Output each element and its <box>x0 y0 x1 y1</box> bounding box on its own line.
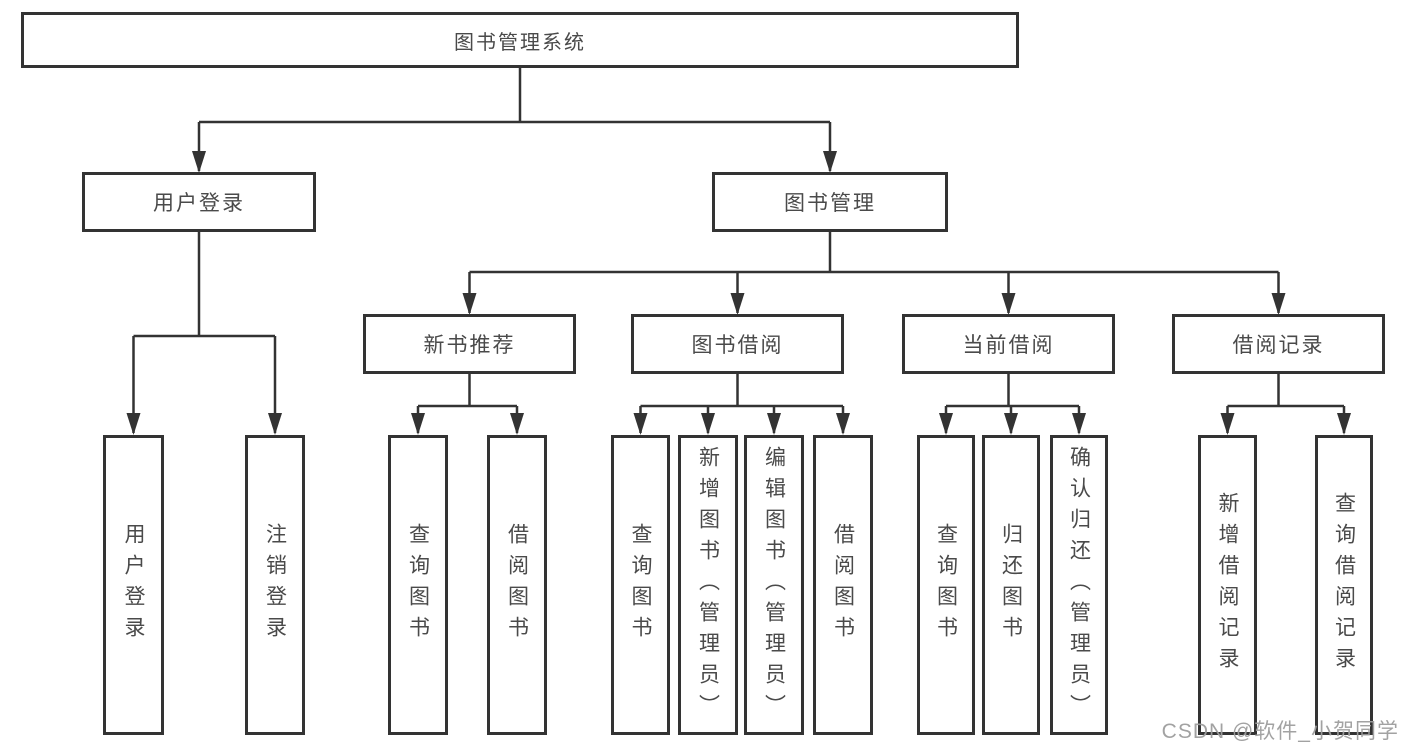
leaf-add-books-admin-label: 新增图书（管理员） <box>696 445 720 725</box>
leaf-edit-books-admin-label: 编辑图书（管理员） <box>762 445 786 725</box>
leaf-add-borrow-record-label: 新增借阅记录 <box>1216 492 1239 678</box>
leaf-query-books-recommendation: 查询图书 <box>388 435 448 735</box>
node-book-management-branch: 图书管理 <box>712 172 948 232</box>
leaf-logout: 注销登录 <box>245 435 305 735</box>
leaf-user-login: 用户登录 <box>103 435 164 735</box>
leaf-return-books: 归还图书 <box>982 435 1040 735</box>
leaf-add-books-admin: 新增图书（管理员） <box>678 435 738 735</box>
node-new-book-recommendation: 新书推荐 <box>363 314 576 374</box>
node-current-borrowing: 当前借阅 <box>902 314 1115 374</box>
watermark-text: CSDN @软件_小贺同学 <box>1161 720 1399 743</box>
leaf-query-books-current-label: 查询图书 <box>934 523 958 647</box>
leaf-query-books-borrowing-label: 查询图书 <box>629 523 652 647</box>
node-user-login-branch: 用户登录 <box>82 172 316 232</box>
node-borrowing-records: 借阅记录 <box>1172 314 1385 374</box>
leaf-borrow-books-recommendation-label: 借阅图书 <box>505 523 529 647</box>
leaf-user-login-label: 用户登录 <box>122 523 145 647</box>
leaf-confirm-return-admin: 确认归还（管理员） <box>1050 435 1108 735</box>
leaf-add-borrow-record: 新增借阅记录 <box>1198 435 1257 735</box>
leaf-logout-label: 注销登录 <box>263 523 287 647</box>
leaf-borrow-books-label: 借阅图书 <box>831 523 855 647</box>
leaf-query-books-recommendation-label: 查询图书 <box>406 523 430 647</box>
leaf-borrow-books-recommendation: 借阅图书 <box>487 435 547 735</box>
leaf-return-books-label: 归还图书 <box>999 523 1023 647</box>
leaf-query-borrow-record: 查询借阅记录 <box>1315 435 1373 735</box>
leaf-query-borrow-record-label: 查询借阅记录 <box>1332 492 1356 678</box>
node-library-management-system: 图书管理系统 <box>21 12 1019 68</box>
node-book-borrowing: 图书借阅 <box>631 314 844 374</box>
leaf-query-books-current: 查询图书 <box>917 435 975 735</box>
leaf-query-books-borrowing: 查询图书 <box>611 435 670 735</box>
leaf-edit-books-admin: 编辑图书（管理员） <box>744 435 804 735</box>
leaf-borrow-books: 借阅图书 <box>813 435 873 735</box>
leaf-confirm-return-admin-label: 确认归还（管理员） <box>1067 445 1091 725</box>
